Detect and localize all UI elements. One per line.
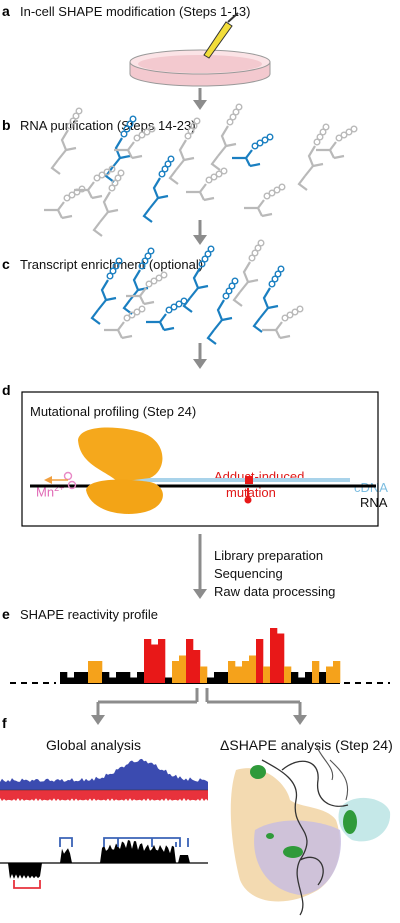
reactivity-bar	[242, 661, 250, 683]
reactivity-bar	[291, 672, 299, 683]
bracket-high	[59, 837, 73, 847]
panel-e-title: SHAPE reactivity profile	[20, 607, 158, 622]
rnp-structure	[230, 744, 391, 916]
flow-arrow-2	[193, 220, 207, 245]
pipette-icon	[203, 12, 239, 59]
reactivity-bar	[102, 672, 110, 683]
panel-b-letter: b	[2, 117, 11, 133]
mn-ion	[63, 471, 73, 481]
panel-f-letter: f	[2, 715, 7, 731]
reactivity-bar	[123, 672, 131, 683]
adduct-label-line2: mutation	[226, 485, 276, 500]
reactivity-bar	[200, 666, 208, 683]
reactivity-bar	[95, 661, 103, 683]
reactivity-bar	[228, 661, 236, 683]
reactivity-bar	[67, 677, 75, 683]
step-raw-data-processing: Raw data processing	[214, 584, 336, 599]
reactivity-bar	[256, 639, 264, 683]
adduct-marker	[244, 496, 252, 504]
panel-b-title: RNA purification (Steps 14-23)	[20, 118, 196, 133]
reactivity-bar	[277, 633, 285, 683]
direction-arrow	[44, 476, 52, 484]
hotspot	[283, 846, 303, 858]
panel-d-title: Mutational profiling (Step 24)	[30, 404, 197, 419]
flow-arrow-4	[193, 534, 207, 599]
panel-a-letter: a	[2, 3, 10, 19]
reactivity-bar	[305, 672, 313, 683]
panel-d-letter: d	[2, 382, 11, 398]
reactivity-bar	[130, 677, 138, 683]
bracket-low	[13, 880, 41, 889]
reactivity-bar	[326, 666, 334, 683]
hotspot	[250, 765, 266, 779]
bracket-high	[103, 837, 181, 847]
panel-e-letter: e	[2, 606, 10, 622]
reactivity-bar	[151, 644, 159, 683]
reactivity-bar	[186, 639, 194, 683]
reactivity-bars	[60, 628, 341, 683]
petri-dish	[129, 49, 271, 87]
reverse-transcriptase-upper	[78, 427, 163, 482]
hotspot	[343, 810, 357, 834]
panel-c-letter: c	[2, 256, 10, 272]
flow-arrow-3	[193, 343, 207, 369]
rna-mixture-b	[42, 103, 358, 238]
global-trace	[0, 758, 208, 801]
step-sequencing: Sequencing	[214, 566, 283, 581]
reactivity-bar	[270, 628, 278, 683]
reverse-transcriptase-lower	[86, 479, 163, 514]
reactivity-bar	[137, 672, 145, 683]
reactivity-bar	[165, 677, 173, 683]
reactivity-bar	[312, 661, 320, 683]
delta-shape-title: ΔSHAPE analysis (Step 24)	[220, 737, 393, 753]
reactivity-bar	[172, 661, 180, 683]
panel-c-title: Transcript enrichment (optional)	[20, 257, 204, 272]
reactivity-bar	[158, 639, 166, 683]
rna-label: RNA	[360, 495, 388, 510]
rna-mixture-c	[90, 239, 304, 346]
reactivity-bar	[214, 672, 222, 683]
reactivity-bar	[249, 655, 257, 683]
reactivity-bar	[74, 672, 82, 683]
split-arrows	[91, 688, 307, 725]
reactivity-bar	[235, 666, 243, 683]
flow-arrow-1	[193, 88, 207, 110]
reactivity-bar	[81, 672, 89, 683]
reactivity-bar	[60, 672, 68, 683]
panel-d-box	[21, 391, 379, 527]
reactivity-bar	[193, 650, 201, 683]
rt-diagram	[30, 427, 376, 514]
reactivity-bar	[333, 661, 341, 683]
mn-ion	[67, 480, 77, 490]
window-trace	[0, 837, 208, 889]
reactivity-bar	[207, 677, 215, 683]
hotspot	[266, 833, 274, 839]
reactivity-bar	[298, 677, 306, 683]
mutation-marker	[245, 476, 253, 484]
global-analysis-title: Global analysis	[46, 737, 141, 753]
reactivity-bar	[284, 666, 292, 683]
reactivity-bar	[221, 672, 229, 683]
reactivity-bar	[144, 639, 152, 683]
reactivity-bar	[263, 666, 271, 683]
panel-a-title: In-cell SHAPE modification (Steps 1-13)	[20, 4, 251, 19]
step-library-preparation: Library preparation	[214, 548, 324, 563]
reactivity-bar	[88, 661, 96, 683]
mn-label: Mn2+	[36, 483, 65, 500]
reactivity-bar	[109, 677, 117, 683]
reactivity-bar	[116, 672, 124, 683]
reactivity-bar	[179, 655, 187, 683]
reactivity-bar	[319, 672, 327, 683]
